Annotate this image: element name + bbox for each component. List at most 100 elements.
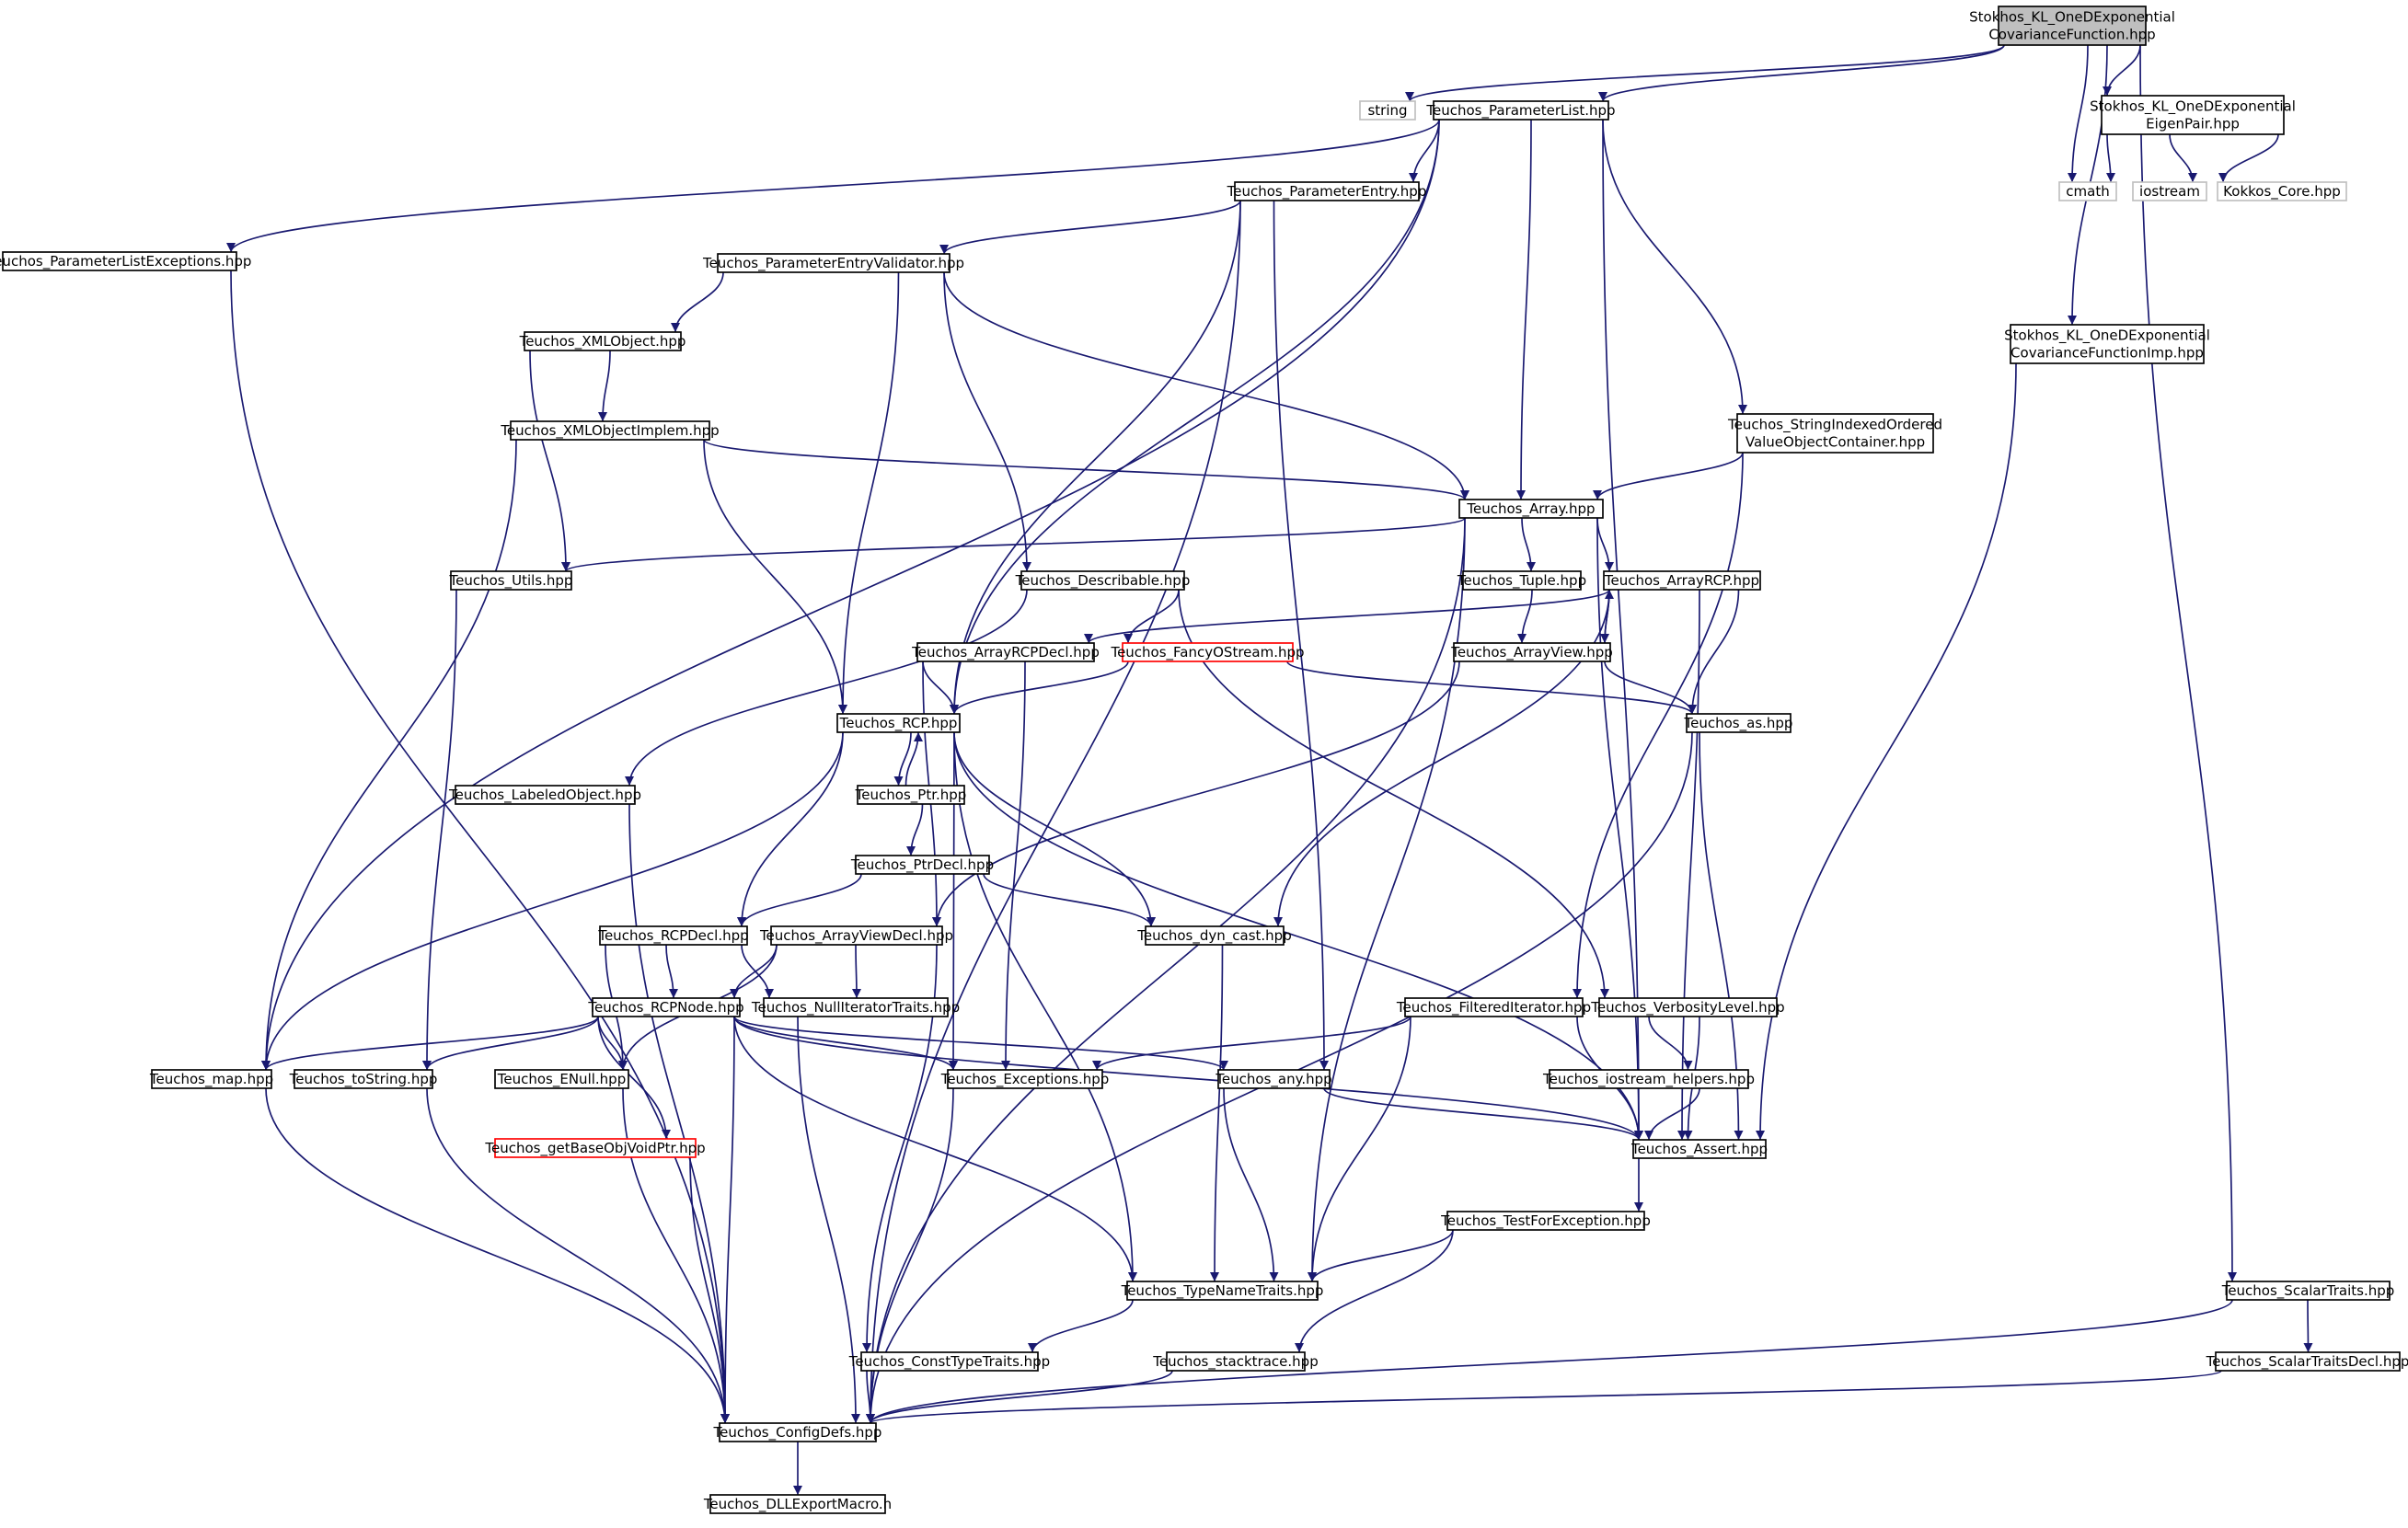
node-any[interactable]: Teuchos_any.hpp: [1215, 1069, 1332, 1089]
node-box-describ[interactable]: [1020, 570, 1185, 591]
node-box-exceptions[interactable]: [947, 1069, 1103, 1089]
node-box-getbase[interactable]: [494, 1138, 697, 1158]
node-box-dyncast[interactable]: [1145, 925, 1285, 946]
node-utils[interactable]: Teuchos_Utils.hpp: [449, 570, 573, 591]
node-box-string[interactable]: [1359, 100, 1416, 121]
node-cmath[interactable]: cmath: [2058, 181, 2117, 201]
node-sio[interactable]: Teuchos_StringIndexedOrderedValueObjectC…: [1727, 413, 1942, 454]
node-box-configdefs[interactable]: [719, 1422, 877, 1442]
node-box-plist[interactable]: [1433, 100, 1609, 121]
node-map[interactable]: Teuchos_map.hpp: [149, 1069, 273, 1089]
node-string[interactable]: string: [1359, 100, 1416, 121]
node-box-map[interactable]: [151, 1069, 272, 1089]
node-kokkos[interactable]: Kokkos_Core.hpp: [2217, 181, 2347, 201]
node-filtered[interactable]: Teuchos_FilteredIterator.hpp: [1396, 997, 1591, 1017]
node-arcp[interactable]: Teuchos_ArrayRCP.hpp: [1603, 570, 1761, 591]
node-box-rcpdecl[interactable]: [599, 925, 748, 946]
node-rcpnode[interactable]: Teuchos_RCPNode.hpp: [587, 997, 744, 1017]
node-box-as[interactable]: [1686, 713, 1792, 733]
node-box-scalar[interactable]: [2226, 1281, 2391, 1301]
node-exceptions[interactable]: Teuchos_Exceptions.hpp: [940, 1069, 1110, 1089]
node-box-xmlobj[interactable]: [524, 331, 682, 351]
node-plexc[interactable]: Teuchos_ParameterListExceptions.hpp: [0, 251, 251, 271]
node-box-nullit[interactable]: [763, 997, 949, 1017]
node-box-typename[interactable]: [1126, 1281, 1319, 1301]
node-scalardecl[interactable]: Teuchos_ScalarTraitsDecl.hpp: [2206, 1351, 2408, 1372]
node-box-testexc[interactable]: [1446, 1211, 1645, 1231]
node-box-avdecl[interactable]: [770, 925, 943, 946]
node-arcpdecl[interactable]: Teuchos_ArrayRCPDecl.hpp: [911, 642, 1100, 662]
node-tuple[interactable]: Teuchos_Tuple.hpp: [1457, 570, 1586, 591]
node-getbase[interactable]: Teuchos_getBaseObjVoidPtr.hpp: [484, 1138, 706, 1158]
node-box-cmath[interactable]: [2058, 181, 2117, 201]
node-box-kokkos[interactable]: [2217, 181, 2347, 201]
node-as[interactable]: Teuchos_as.hpp: [1684, 713, 1793, 733]
node-typename[interactable]: Teuchos_TypeNameTraits.hpp: [1121, 1281, 1324, 1301]
node-box-tuple[interactable]: [1462, 570, 1582, 591]
node-box-pentry[interactable]: [1234, 181, 1420, 201]
node-ptrdecl[interactable]: Teuchos_PtrDecl.hpp: [850, 855, 994, 875]
node-box-covimp[interactable]: [2010, 324, 2205, 364]
node-ptr[interactable]: Teuchos_Ptr.hpp: [855, 785, 967, 805]
node-box-aview[interactable]: [1453, 642, 1611, 662]
node-box-consttt[interactable]: [860, 1351, 1039, 1372]
node-consttt[interactable]: Teuchos_ConstTypeTraits.hpp: [848, 1351, 1050, 1372]
node-dllexport[interactable]: Teuchos_DLLExportMacro.h: [703, 1494, 892, 1514]
node-pev[interactable]: Teuchos_ParameterEntryValidator.hpp: [702, 253, 964, 273]
node-box-eigen[interactable]: [2101, 95, 2285, 135]
node-box-arcpdecl[interactable]: [916, 642, 1095, 662]
node-box-scalardecl[interactable]: [2215, 1351, 2401, 1372]
node-covimp[interactable]: Stokhos_KL_OneDExponentialCovarianceFunc…: [2004, 324, 2210, 364]
node-box-sio[interactable]: [1736, 413, 1934, 454]
node-box-filtered[interactable]: [1404, 997, 1584, 1017]
node-describ[interactable]: Teuchos_Describable.hpp: [1015, 570, 1191, 591]
node-tostring[interactable]: Teuchos_toString.hpp: [289, 1069, 438, 1089]
node-avdecl[interactable]: Teuchos_ArrayViewDecl.hpp: [759, 925, 953, 946]
node-box-array[interactable]: [1458, 499, 1604, 519]
node-box-tostring[interactable]: [294, 1069, 433, 1089]
node-aview[interactable]: Teuchos_ArrayView.hpp: [1450, 642, 1613, 662]
node-enull[interactable]: Teuchos_ENull.hpp: [494, 1069, 629, 1089]
node-box-ptr[interactable]: [857, 785, 965, 805]
node-box-xmlimpl[interactable]: [510, 420, 710, 441]
node-fancy[interactable]: Teuchos_FancyOStream.hpp: [1110, 642, 1305, 662]
node-box-pev[interactable]: [717, 253, 951, 273]
node-box-labeled[interactable]: [455, 785, 636, 805]
node-box-stacktrace[interactable]: [1166, 1351, 1306, 1372]
node-box-assert[interactable]: [1632, 1139, 1767, 1159]
node-verb[interactable]: Teuchos_VerbosityLevel.hpp: [1590, 997, 1785, 1017]
node-box-any[interactable]: [1217, 1069, 1331, 1089]
node-dyncast[interactable]: Teuchos_dyn_cast.hpp: [1136, 925, 1292, 946]
node-box-root[interactable]: [1998, 6, 2147, 46]
node-iostream[interactable]: iostream: [2132, 181, 2207, 201]
node-stacktrace[interactable]: Teuchos_stacktrace.hpp: [1152, 1351, 1319, 1372]
node-box-verb[interactable]: [1598, 997, 1778, 1017]
node-root[interactable]: Stokhos_KL_OneDExponentialCovarianceFunc…: [1969, 6, 2175, 46]
node-box-utils[interactable]: [450, 570, 572, 591]
node-box-iohelp[interactable]: [1549, 1069, 1749, 1089]
node-scalar[interactable]: Teuchos_ScalarTraits.hpp: [2221, 1281, 2395, 1301]
node-configdefs[interactable]: Teuchos_ConfigDefs.hpp: [713, 1422, 882, 1442]
node-box-fancy[interactable]: [1122, 642, 1294, 662]
node-box-rcpnode[interactable]: [592, 997, 741, 1017]
node-box-iostream[interactable]: [2132, 181, 2207, 201]
node-plist[interactable]: Teuchos_ParameterList.hpp: [1425, 100, 1616, 121]
node-xmlobj[interactable]: Teuchos_XMLObject.hpp: [519, 331, 686, 351]
node-box-ptrdecl[interactable]: [855, 855, 990, 875]
node-box-rcp[interactable]: [836, 713, 961, 733]
node-box-plexc[interactable]: [2, 251, 237, 271]
node-array[interactable]: Teuchos_Array.hpp: [1458, 499, 1604, 519]
node-rcpdecl[interactable]: Teuchos_RCPDecl.hpp: [597, 925, 749, 946]
node-box-dllexport[interactable]: [709, 1494, 886, 1514]
node-box-enull[interactable]: [494, 1069, 629, 1089]
node-iohelp[interactable]: Teuchos_iostream_helpers.hpp: [1542, 1069, 1755, 1089]
node-labeled[interactable]: Teuchos_LabeledObject.hpp: [448, 785, 641, 805]
node-xmlimpl[interactable]: Teuchos_XMLObjectImplem.hpp: [500, 420, 720, 441]
node-box-arcp[interactable]: [1603, 570, 1761, 591]
node-assert[interactable]: Teuchos_Assert.hpp: [1630, 1139, 1768, 1159]
node-pentry[interactable]: Teuchos_ParameterEntry.hpp: [1227, 181, 1427, 201]
node-testexc[interactable]: Teuchos_TestForException.hpp: [1440, 1211, 1651, 1231]
node-rcp[interactable]: Teuchos_RCP.hpp: [836, 713, 961, 733]
node-nullit[interactable]: Teuchos_NullIteratorTraits.hpp: [751, 997, 960, 1017]
